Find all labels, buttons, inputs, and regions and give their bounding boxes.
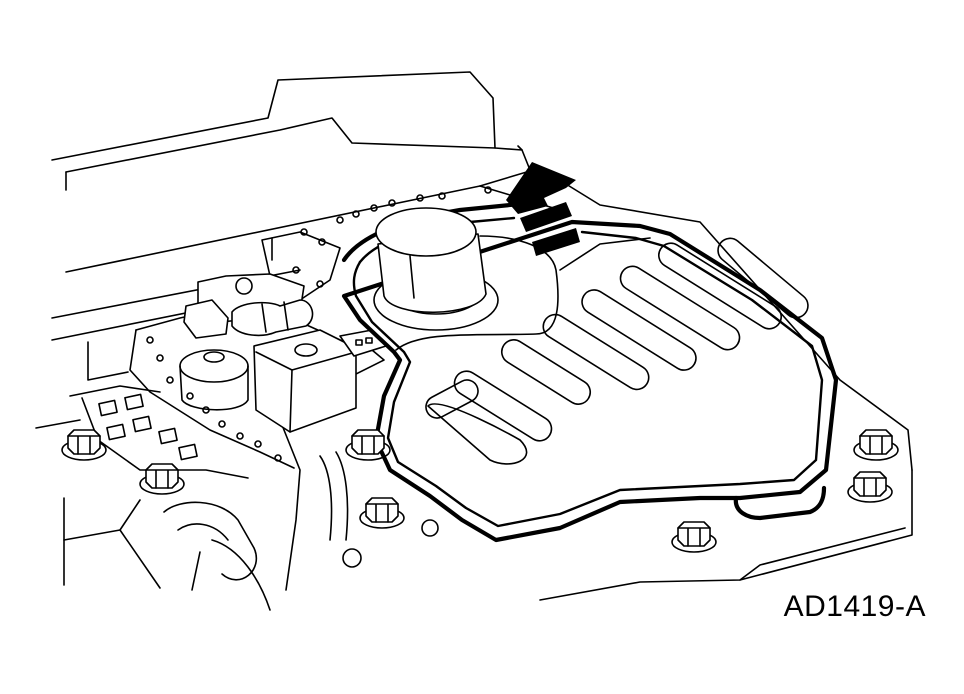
solenoid-assembly [179, 273, 387, 433]
valve-body-plate [69, 186, 492, 591]
bolt [345, 429, 391, 461]
filter-ribs [425, 237, 809, 465]
arrow-up-icon [506, 145, 580, 256]
bolt [671, 521, 717, 553]
bolt [847, 471, 893, 503]
bolt [359, 497, 405, 529]
lower-tubes [163, 451, 439, 611]
bolt [853, 429, 899, 461]
transmission-case [35, 71, 913, 601]
transmission-filter [341, 201, 839, 543]
figure-id-label: AD1419-A [783, 590, 926, 623]
bolts [61, 429, 899, 553]
bolt [139, 463, 185, 495]
bolt [61, 429, 107, 461]
